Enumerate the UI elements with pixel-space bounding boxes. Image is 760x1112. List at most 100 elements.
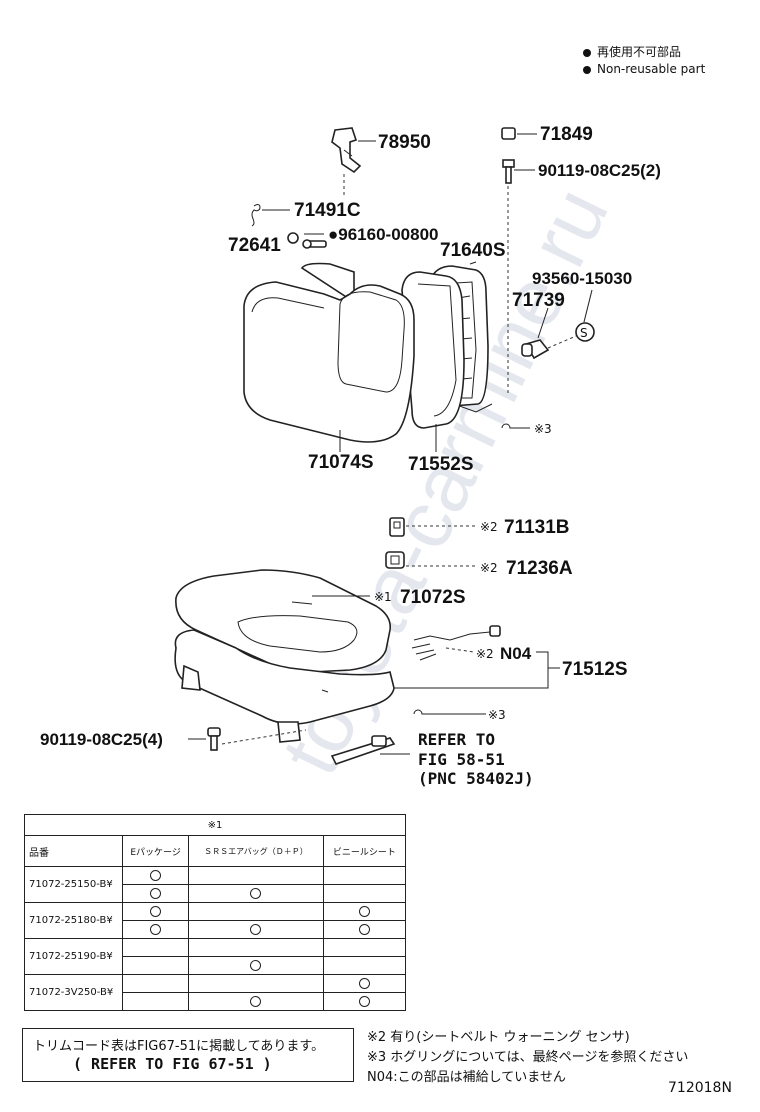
option-cell [322, 974, 407, 993]
part-number-cell: 71072-25190-B¥ [24, 938, 123, 975]
circle-mark-icon [250, 923, 262, 935]
circle-mark-icon [358, 977, 370, 989]
seatback-cover-icon [243, 262, 415, 443]
clip-71739-icon [521, 339, 550, 360]
label-78950: 78950 [378, 132, 431, 153]
option-cell [121, 902, 190, 921]
option-cell [121, 884, 190, 903]
option-cell [188, 974, 324, 993]
option-cell [322, 938, 407, 957]
bolt-upper-icon [502, 159, 515, 184]
bracket-71131B-icon [389, 517, 405, 537]
label-71640S: 71640S [440, 240, 506, 261]
mark-N04: ※2 [476, 647, 494, 661]
cushion-frame-icon [174, 629, 395, 743]
header-part-number: 品番 [24, 835, 123, 867]
trim-note-line-1: トリムコード表はFIG67-51に掲載してあります。 [33, 1039, 325, 1054]
table-row [25, 956, 407, 975]
table-row: 71072-25180-B¥ [24, 902, 407, 939]
label-71131B: 71131B [504, 517, 570, 538]
spring-clip-icon [251, 204, 261, 227]
table-row: 71072-25150-B¥ [24, 866, 407, 903]
header-e-package: Eパッケージ [121, 835, 190, 867]
mark-71236A: ※2 [480, 561, 498, 575]
label-93560: 93560-15030 [532, 269, 632, 288]
mark-hog-ring-lower: ※3 [488, 708, 506, 722]
circle-mark-icon [358, 995, 370, 1007]
option-cell [322, 866, 407, 885]
option-cell [188, 992, 324, 1011]
clip-71236A-icon [385, 551, 405, 569]
circle-mark-icon [150, 869, 162, 881]
option-cell [188, 902, 324, 921]
bullet-icon [583, 48, 591, 57]
trim-code-note: トリムコード表はFIG67-51に掲載してあります。 ( REFER TO FI… [22, 1028, 354, 1082]
table-title-row: ※1 [24, 814, 406, 836]
label-71849: 71849 [540, 124, 593, 145]
circle-mark-icon [150, 905, 162, 917]
cap-71849-icon [501, 127, 516, 140]
bracket-78950-icon [331, 127, 362, 174]
table-row [25, 992, 407, 1011]
circle-mark-icon [358, 923, 370, 935]
circle-mark-icon [150, 887, 162, 899]
label-71236A: 71236A [506, 558, 573, 579]
option-cell [188, 938, 324, 957]
circle-mark-icon [250, 887, 262, 899]
table-row [25, 920, 407, 939]
option-cell [188, 866, 324, 885]
circle-mark-icon [250, 959, 262, 971]
label-72641: 72641 [228, 235, 281, 256]
refer-line-3: (PNC 58402J) [418, 769, 534, 788]
seatback-pad-icon [401, 271, 465, 429]
bullet-icon [583, 65, 591, 74]
refer-line-2: FIG 58-51 [418, 750, 505, 769]
table-header-row: 品番 Eパッケージ ＳＲＳエアバッグ（Ｄ＋Ｐ） ビニールシート [24, 835, 407, 867]
footnotes: ※2 有り(シートベルト ウォーニング センサ) ※3 ホグリングについては、最… [367, 1028, 688, 1088]
footnote-1: ※2 有り(シートベルト ウォーニング センサ) [367, 1030, 630, 1045]
label-90119-upper: 90119-08C25(2) [538, 161, 661, 180]
legend-jp: 再使用不可部品 [597, 45, 682, 59]
bolt-lower-icon [207, 727, 221, 751]
header-vinyl-seat: ビニールシート [322, 835, 407, 867]
option-cell [188, 956, 324, 975]
option-cell [121, 866, 190, 885]
option-cell [121, 938, 190, 957]
table-title: ※1 [24, 814, 406, 836]
footnote-2: ※3 ホグリングについては、最終ページを参照ください [367, 1050, 689, 1065]
mark-hog-ring-upper: ※3 [534, 422, 552, 436]
screw-93560-icon: S [575, 322, 595, 342]
footnote-3: N04:この部品は補給していません [367, 1070, 566, 1085]
part-number-cell: 71072-25180-B¥ [24, 902, 123, 939]
mark-71072S: ※1 [374, 590, 392, 604]
option-cell [121, 992, 190, 1011]
option-cell [188, 884, 324, 903]
option-cell [322, 956, 407, 975]
table-row: 71072-3V250-B¥ [24, 974, 407, 1011]
option-cell [121, 974, 190, 993]
hog-ring-lower-icon [413, 709, 486, 715]
svg-text:S: S [580, 326, 588, 340]
option-cell [188, 920, 324, 939]
option-cell [121, 956, 190, 975]
circle-mark-icon [150, 923, 162, 935]
label-96160: ●96160-00800 [328, 225, 438, 244]
option-cell [322, 884, 407, 903]
part-number-cell: 71072-25150-B¥ [24, 866, 123, 903]
figure-id: 712018N [668, 1080, 732, 1096]
label-71072S: 71072S [400, 587, 466, 608]
header-srs-airbag: ＳＲＳエアバッグ（Ｄ＋Ｐ） [188, 835, 324, 867]
variant-table-body: ※1 品番 Eパッケージ ＳＲＳエアバッグ（Ｄ＋Ｐ） ビニールシート 71072… [24, 814, 407, 1011]
mark-71131B: ※2 [480, 520, 498, 534]
table-row [25, 884, 407, 903]
legend: 再使用不可部品 Non-reusable part [583, 44, 705, 78]
refer-line-1: REFER TO [418, 730, 495, 749]
label-90119-lower: 90119-08C25(4) [40, 730, 163, 749]
label-71552S: 71552S [408, 454, 474, 475]
label-71739: 71739 [512, 290, 565, 311]
option-cell [121, 920, 190, 939]
variant-table: ※1 品番 Eパッケージ ＳＲＳエアバッグ（Ｄ＋Ｐ） ビニールシート 71072… [24, 814, 407, 1011]
hog-ring-upper-icon [501, 423, 530, 429]
part-number-cell: 71072-3V250-B¥ [24, 974, 123, 1011]
